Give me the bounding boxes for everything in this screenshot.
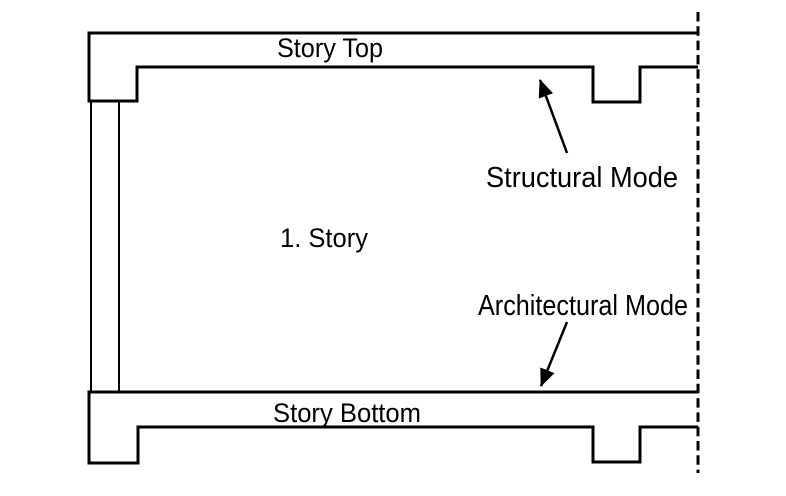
story-number-label: 1. Story xyxy=(280,223,368,253)
architectural-mode-label: Architectural Mode xyxy=(478,290,688,322)
architectural-mode-arrow xyxy=(539,321,569,387)
structural-mode-arrow xyxy=(538,79,569,154)
story-top-label: Story Top xyxy=(277,33,383,63)
left-column xyxy=(90,101,120,392)
structural-mode-label: Structural Mode xyxy=(486,162,678,194)
story-bottom-beam-outline xyxy=(87,390,698,465)
story-top-beam-outline xyxy=(87,31,698,104)
story-bottom-label: Story Bottom xyxy=(273,398,421,428)
